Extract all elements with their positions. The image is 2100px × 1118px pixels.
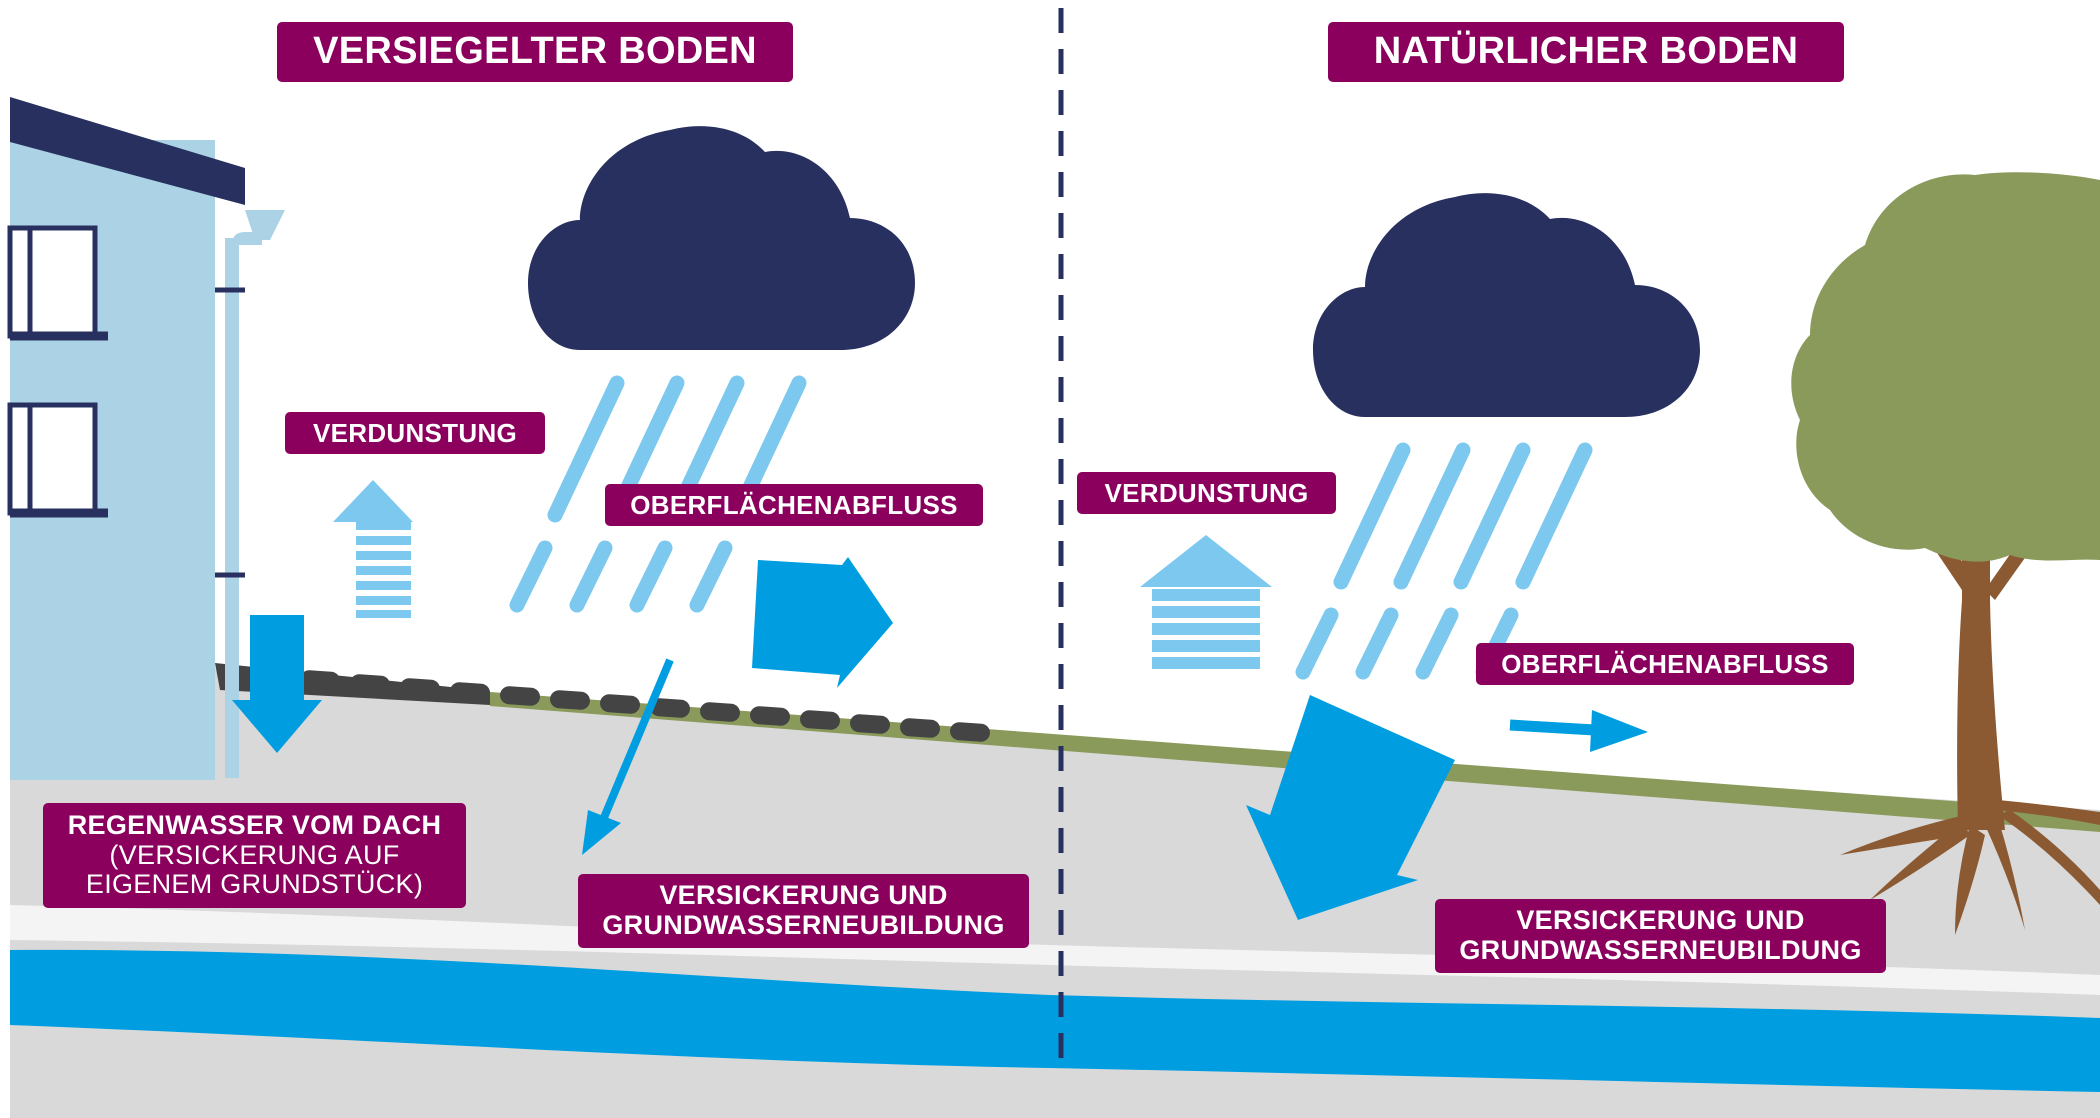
right-infiltration-line2: GRUNDWASSERNEUBILDUNG: [1459, 935, 1862, 965]
left-infiltration-line1: VERSICKERUNG UND: [659, 880, 948, 911]
roof-water-line3: EIGENEM GRUNDSTÜCK): [85, 869, 424, 900]
infiltration-arrow-icon: [582, 658, 674, 855]
left-evaporation-label: VERDUNSTUNG: [285, 412, 545, 454]
downpipe-icon: [215, 210, 285, 778]
tree-icon: [1791, 172, 2100, 935]
left-infiltration-line2: GRUNDWASSERNEUBILDUNG: [602, 910, 1005, 940]
house-icon: [7, 97, 245, 780]
runoff-arrow-icon: [752, 557, 893, 688]
cloud-icon: [528, 126, 915, 350]
roof-water-line1: REGENWASSER VOM DACH: [67, 809, 442, 840]
groundwater-band: [10, 949, 2100, 1092]
left-runoff-label: OBERFLÄCHENABFLUSS: [605, 484, 983, 526]
evaporation-arrow-icon: [1140, 535, 1272, 669]
roof-water-arrow-icon: [232, 615, 322, 753]
right-evaporation-label: VERDUNSTUNG: [1077, 472, 1336, 514]
cloud-icon: [1313, 193, 1700, 417]
left-infiltration-label: VERSICKERUNG UND GRUNDWASSERNEUBILDUNG: [578, 874, 1029, 948]
roof-water-line2: (VERSICKERUNG AUF: [109, 839, 400, 870]
right-infiltration-label: VERSICKERUNG UND GRUNDWASSERNEUBILDUNG: [1435, 899, 1886, 973]
right-infiltration-line1: VERSICKERUNG UND: [1516, 905, 1805, 936]
right-title: NATÜRLICHER BODEN: [1328, 22, 1844, 82]
infiltration-arrow-icon: [1246, 695, 1455, 920]
right-runoff-label: OBERFLÄCHENABFLUSS: [1476, 643, 1854, 685]
left-title: VERSIEGELTER BODEN: [277, 22, 793, 82]
runoff-arrow-icon: [1509, 710, 1648, 752]
roof-water-label: REGENWASSER VOM DACH (VERSICKERUNG AUF E…: [43, 803, 466, 908]
evaporation-arrow-icon: [333, 480, 413, 618]
rain-icon: [1295, 442, 1593, 680]
